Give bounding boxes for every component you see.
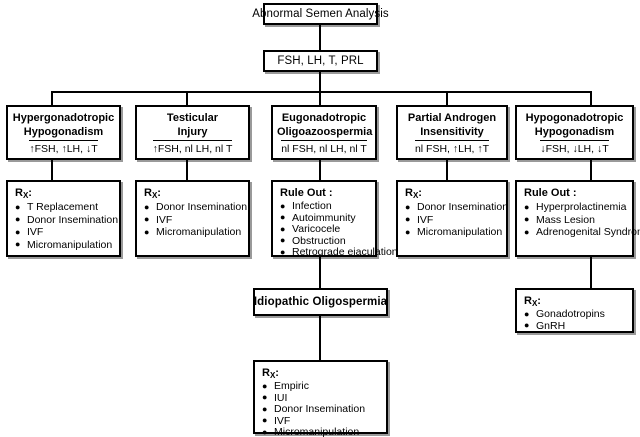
list-item: Micromanipulation bbox=[144, 226, 242, 239]
connector-bus-drop-4 bbox=[446, 91, 448, 105]
list-item: Donor Insemination bbox=[144, 201, 247, 214]
treatment-list: Donor Insemination IVF Micromanipulation bbox=[144, 201, 247, 239]
connector-bus-drop-3 bbox=[319, 91, 321, 105]
diagnosis-name-line2: Injury bbox=[177, 125, 208, 138]
connector-col3-ruleout-to-idiopathic bbox=[319, 257, 321, 288]
diagnosis-name-line1: Testicular bbox=[166, 112, 219, 124]
connector-col5-ruleout-to-rx bbox=[590, 257, 592, 288]
treatment-header: RX: bbox=[405, 187, 422, 200]
list-item: GnRH bbox=[524, 320, 626, 333]
list-item: Empiric bbox=[262, 380, 380, 393]
connector-bus-drop-2 bbox=[186, 91, 188, 105]
lab-values: ↑FSH, ↑LH, ↓T bbox=[29, 140, 98, 155]
treatment-header: RX: bbox=[524, 295, 541, 308]
list-item: Donor Insemination bbox=[15, 213, 118, 227]
list-item: Micromanipulation bbox=[405, 226, 502, 239]
node-hormone-panel: FSH, LH, T, PRL bbox=[263, 50, 378, 72]
treatment-list: Gonadotropins GnRH bbox=[524, 308, 626, 333]
diagnosis-name-line2: Insensitivity bbox=[420, 125, 484, 138]
rule-out-list: Hyperprolactinemia Mass Lesion Adrenogen… bbox=[524, 201, 640, 239]
connector-col4-dx-to-rx bbox=[446, 160, 448, 180]
rule-out-header: Rule Out : bbox=[280, 187, 333, 199]
connector-workup-to-bus bbox=[319, 72, 321, 92]
list-item: Mass Lesion bbox=[524, 213, 626, 227]
diagnosis-name-line1: Hypergonadotropic bbox=[12, 112, 115, 124]
lab-values: ↓FSH, ↓LH, ↓T bbox=[540, 140, 609, 155]
list-item: Adrenogenital Syndrome bbox=[524, 226, 640, 239]
lab-values: nl FSH, ↑LH, ↑T bbox=[414, 140, 490, 155]
treatment-list: Empiric IUI Donor Insemination IVF Micro… bbox=[262, 380, 380, 437]
list-item: Gonadotropins bbox=[524, 308, 626, 321]
rule-out-header: Rule Out : bbox=[524, 187, 577, 199]
rule-out-list: Infection Autoimmunity Varicocele Obstru… bbox=[280, 200, 398, 259]
node-idiopathic-oligospermia: Idiopathic Oligospermia bbox=[253, 288, 388, 316]
treatment-list: T Replacement Donor Insemination IVF Mic… bbox=[15, 201, 118, 252]
node-title: FSH, LH, T, PRL bbox=[277, 55, 364, 67]
treatment-header: RX: bbox=[15, 187, 32, 200]
lab-values: nl FSH, nl LH, nl T bbox=[281, 140, 367, 155]
connector-col3-idiopathic-to-rx bbox=[319, 316, 321, 360]
treatment-list: Donor Insemination IVF Micromanipulation bbox=[405, 201, 508, 239]
node-hypergonadotropic-hypogonadism: Hypergonadotropic Hypogonadism ↑FSH, ↑LH… bbox=[6, 105, 121, 160]
list-item: Varicocele bbox=[280, 224, 369, 236]
connector-col1-dx-to-rx bbox=[51, 160, 53, 180]
connector-root-to-workup bbox=[319, 25, 321, 50]
list-item: Hyperprolactinemia bbox=[524, 201, 626, 214]
list-item: Autoimmunity bbox=[280, 212, 369, 225]
connector-bus-drop-1 bbox=[51, 91, 53, 105]
node-treatment-partial-androgen: RX: Donor Insemination IVF Micromanipula… bbox=[396, 180, 508, 257]
diagnosis-name-line1: Eugonadotropic bbox=[281, 112, 367, 124]
list-item: IVF bbox=[262, 415, 380, 428]
diagnosis-name-line2: Oligoazoospermia bbox=[277, 125, 373, 138]
diagnosis-name-line2: Hypogonadism bbox=[534, 125, 615, 138]
lab-values: ↑FSH, nl LH, nl T bbox=[152, 140, 233, 155]
node-treatment-testicular-injury: RX: Donor Insemination IVF Micromanipula… bbox=[135, 180, 250, 257]
node-title: Idiopathic Oligospermia bbox=[253, 296, 388, 308]
connector-branch-bus bbox=[51, 91, 591, 93]
list-item: IUI bbox=[262, 392, 380, 405]
list-item: IVF bbox=[405, 213, 500, 227]
node-abnormal-semen-analysis: Abnormal Semen Analysis bbox=[252, 3, 389, 25]
diagnosis-name-line1: Hypogonadotropic bbox=[525, 112, 624, 124]
node-testicular-injury: Testicular Injury ↑FSH, nl LH, nl T bbox=[135, 105, 250, 160]
node-partial-androgen-insensitivity: Partial Androgen Insensitivity nl FSH, ↑… bbox=[396, 105, 508, 160]
list-item: Micromanipulation bbox=[15, 238, 113, 252]
list-item: Donor Insemination bbox=[405, 201, 508, 214]
connector-col3-dx-to-ruleout bbox=[319, 160, 321, 180]
diagnosis-name-line1: Partial Androgen bbox=[407, 112, 497, 124]
list-item: IVF bbox=[15, 226, 113, 239]
diagnosis-name-line2: Hypogonadism bbox=[23, 125, 104, 138]
node-treatment-hypergonadotropic: RX: T Replacement Donor Insemination IVF… bbox=[6, 180, 121, 257]
node-rule-out-eugonadotropic: Rule Out : Infection Autoimmunity Varico… bbox=[271, 180, 398, 259]
connector-bus-drop-5 bbox=[590, 91, 592, 105]
connector-col2-dx-to-rx bbox=[186, 160, 188, 180]
node-treatment-idiopathic-oligospermia: RX: Empiric IUI Donor Insemination IVF M… bbox=[253, 360, 388, 437]
node-rule-out-hypogonadotropic: Rule Out : Hyperprolactinemia Mass Lesio… bbox=[515, 180, 640, 257]
connector-col5-dx-to-ruleout bbox=[590, 160, 592, 180]
node-treatment-hypogonadotropic: RX: Gonadotropins GnRH bbox=[515, 288, 634, 333]
node-title: Abnormal Semen Analysis bbox=[252, 8, 389, 20]
treatment-header: RX: bbox=[144, 187, 161, 200]
list-item: T Replacement bbox=[15, 201, 113, 214]
list-item: Retrograde ejaculation bbox=[280, 247, 398, 259]
list-item: Obstruction bbox=[280, 235, 369, 248]
treatment-header: RX: bbox=[262, 367, 279, 380]
node-eugonadotropic-oligoazoospermia: Eugonadotropic Oligoazoospermia nl FSH, … bbox=[271, 105, 377, 160]
list-item: IVF bbox=[144, 213, 242, 227]
list-item: Infection bbox=[280, 200, 369, 213]
list-item: Micromanipulation bbox=[262, 427, 380, 437]
list-item: Donor Insemination bbox=[262, 404, 380, 416]
node-hypogonadotropic-hypogonadism: Hypogonadotropic Hypogonadism ↓FSH, ↓LH,… bbox=[515, 105, 634, 160]
